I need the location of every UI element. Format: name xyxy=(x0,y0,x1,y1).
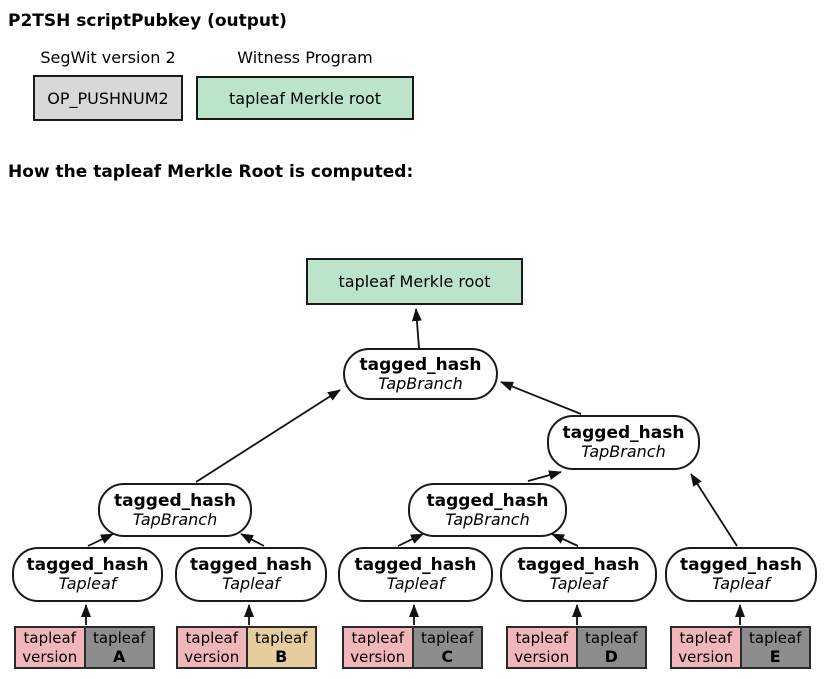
tapleaf-node-d: tagged_hash Tapleaf xyxy=(500,547,657,602)
tapleaf-node-e: tagged_hash Tapleaf xyxy=(665,547,817,602)
node-subtitle: Tapleaf xyxy=(712,574,770,594)
tapleaf-version-cell: tapleaf version xyxy=(508,628,578,667)
edge-tapleaf-e-to-rightbranch xyxy=(690,473,738,547)
tree-section-heading: How the tapleaf Merkle Root is computed: xyxy=(8,162,414,182)
leaf-pair-d: tapleaf version tapleaf D xyxy=(506,626,647,669)
tapleaf-version-cell: tapleaf version xyxy=(672,628,742,667)
leaf-letter: A xyxy=(113,646,126,666)
edge-tapleaf-a-to-leftbranch xyxy=(87,533,114,547)
leaf-pair-b: tapleaf version tapleaf B xyxy=(176,626,317,669)
node-title: tagged_hash xyxy=(562,423,685,444)
node-subtitle: Tapleaf xyxy=(58,574,117,594)
merkle-root-box: tapleaf Merkle root xyxy=(306,258,523,305)
leaf-word: tapleaf xyxy=(255,628,308,647)
node-subtitle: TapBranch xyxy=(132,509,218,529)
tapleaf-script-cell: tapleaf E xyxy=(741,628,809,667)
segwit-version-box: OP_PUSHNUM2 xyxy=(33,75,183,121)
witness-program-label: Witness Program xyxy=(237,48,373,67)
witness-program-box: tapleaf Merkle root xyxy=(196,76,414,120)
node-subtitle: Tapleaf xyxy=(222,574,280,594)
node-title: tagged_hash xyxy=(190,555,312,576)
leaf-letter: C xyxy=(441,646,454,666)
leaf-word: tapleaf xyxy=(749,628,802,647)
tapleaf-version-cell: tapleaf version xyxy=(344,628,414,667)
edge-tapleaf-b-to-leftbranch xyxy=(240,533,265,547)
edge-leftbranch-to-root xyxy=(195,389,341,483)
leaf-pair-c: tapleaf version tapleaf C xyxy=(342,626,483,669)
node-title: tagged_hash xyxy=(426,490,549,511)
node-title: tagged_hash xyxy=(114,490,236,511)
leaf-letter: D xyxy=(604,646,618,666)
edge-midbranch-to-rightbranch xyxy=(527,470,562,482)
edge-tapleaf-c-to-midbranch xyxy=(397,533,424,547)
tapbranch-node-root: tagged_hash TapBranch xyxy=(343,348,498,400)
node-title: tagged_hash xyxy=(680,555,802,576)
tapleaf-version-cell: tapleaf version xyxy=(16,628,86,667)
page-title: P2TSH scriptPubkey (output) xyxy=(8,11,287,31)
tapbranch-node-right: tagged_hash TapBranch xyxy=(547,415,700,470)
tapleaf-version-cell: tapleaf version xyxy=(178,628,248,667)
leaf-letter: B xyxy=(275,646,288,666)
segwit-version-label: SegWit version 2 xyxy=(40,48,176,67)
tapleaf-script-cell: tapleaf C xyxy=(413,628,481,667)
tapbranch-node-middle: tagged_hash TapBranch xyxy=(408,483,567,537)
leaf-pair-e: tapleaf version tapleaf E xyxy=(670,626,811,669)
leaf-letter: E xyxy=(769,646,781,666)
node-subtitle: Tapleaf xyxy=(386,574,445,594)
node-subtitle: TapBranch xyxy=(378,373,463,393)
node-subtitle: TapBranch xyxy=(445,509,530,529)
leaf-pair-a: tapleaf version tapleaf A xyxy=(14,626,155,669)
tapleaf-script-cell: tapleaf A xyxy=(85,628,153,667)
tapbranch-node-left: tagged_hash TapBranch xyxy=(98,483,252,537)
node-subtitle: Tapleaf xyxy=(549,574,608,594)
tapleaf-node-a: tagged_hash Tapleaf xyxy=(12,547,163,602)
node-title: tagged_hash xyxy=(354,555,477,576)
node-title: tagged_hash xyxy=(26,555,149,576)
node-title: tagged_hash xyxy=(517,555,640,576)
edge-roothash-to-merkleroot xyxy=(411,308,422,349)
edge-tapleaf-d-to-midbranch xyxy=(551,533,579,547)
tapleaf-node-b: tagged_hash Tapleaf xyxy=(175,547,327,602)
leaf-word: tapleaf xyxy=(421,628,474,647)
tapleaf-script-cell: tapleaf B xyxy=(247,628,315,667)
leaf-word: tapleaf xyxy=(585,628,638,647)
node-title: tagged_hash xyxy=(359,354,482,375)
tapleaf-node-c: tagged_hash Tapleaf xyxy=(338,547,493,602)
leaf-word: tapleaf xyxy=(93,628,146,647)
node-subtitle: TapBranch xyxy=(581,442,666,462)
tapleaf-script-cell: tapleaf D xyxy=(577,628,645,667)
edge-rightbranch-to-root xyxy=(500,381,582,415)
